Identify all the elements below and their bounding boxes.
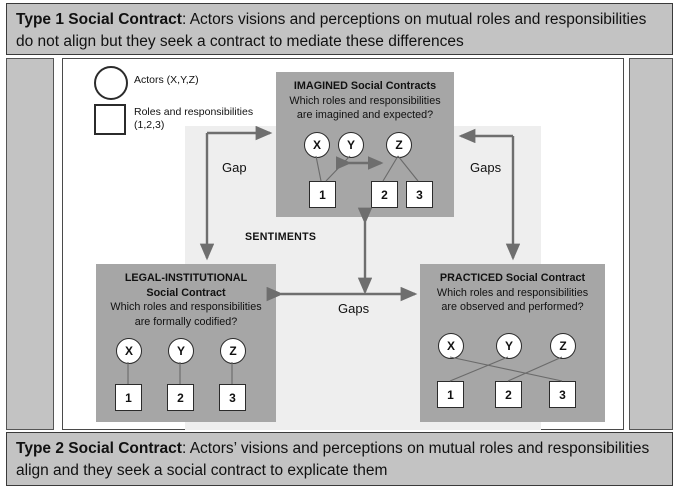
box-practiced-social-contract[interactable]: PRACTICED Social Contract Which roles an… <box>420 264 605 422</box>
imagined-actor-y: Y <box>338 132 364 158</box>
legal-role-3: 3 <box>219 384 246 411</box>
legend: Actors (X,Y,Z) Roles and responsibilitie… <box>90 62 280 135</box>
caption-top-label: Type 1 Social Contract <box>16 11 182 28</box>
caption-bottom-label: Type 2 Social Contract <box>16 440 182 457</box>
box-practiced-question-line2: are observed and performed? <box>441 301 584 314</box>
box-practiced-title: PRACTICED Social Contract <box>439 272 586 284</box>
practiced-actor-y: Y <box>496 333 522 359</box>
legend-roles-label: Roles and responsibilities (1,2,3) <box>134 106 254 132</box>
box-legal-question-line1: Which roles and responsibilities <box>110 301 262 314</box>
practiced-role-3: 3 <box>549 381 576 408</box>
left-side-panel <box>6 58 54 430</box>
box-imagined-question-line1: Which roles and responsibilities <box>289 94 441 107</box>
label-sentiments: SENTIMENTS <box>245 231 317 243</box>
box-imagined-title-block: IMAGINED Social Contracts Which roles an… <box>276 79 454 123</box>
caption-top-text: Actors visions and perceptions on mutual… <box>16 11 647 50</box>
box-practiced-title-block: PRACTICED Social Contract Which roles an… <box>420 271 605 315</box>
imagined-role-1: 1 <box>309 181 336 208</box>
legal-actor-y: Y <box>168 338 194 364</box>
label-gaps-right: Gaps <box>470 160 502 175</box>
box-legal-question-line2: are formally codified? <box>134 315 238 328</box>
practiced-actor-z: Z <box>550 333 576 359</box>
legal-actor-x: X <box>116 338 142 364</box>
legend-actors-label: Actors (X,Y,Z) <box>134 74 199 86</box>
imagined-role-3: 3 <box>406 181 433 208</box>
caption-top: Type 1 Social Contract: Actors visions a… <box>6 3 673 55</box>
box-legal-title-line2: Social Contract <box>146 286 226 299</box>
legal-role-2: 2 <box>167 384 194 411</box>
box-legal-title-line1: LEGAL-INSTITUTIONAL <box>124 272 248 284</box>
box-practiced-question-line1: Which roles and responsibilities <box>436 286 589 299</box>
label-gap-left: Gap <box>222 160 247 175</box>
box-imagined-social-contract[interactable]: IMAGINED Social Contracts Which roles an… <box>276 72 454 217</box>
caption-bottom-separator: : <box>181 440 190 457</box>
imagined-role-2: 2 <box>371 181 398 208</box>
caption-bottom-text: Actors’ visions and perceptions on mutua… <box>16 440 650 479</box>
box-legal-title-block: LEGAL-INSTITUTIONAL Social Contract Whic… <box>96 271 276 329</box>
imagined-actor-z: Z <box>386 132 412 158</box>
practiced-role-2: 2 <box>495 381 522 408</box>
legend-actor-circle-icon <box>94 66 128 100</box>
caption-top-separator: : <box>181 11 190 28</box>
imagined-actor-x: X <box>304 132 330 158</box>
caption-bottom: Type 2 Social Contract: Actors’ visions … <box>6 432 673 486</box>
legend-role-square-icon <box>94 104 126 135</box>
legal-role-1: 1 <box>115 384 142 411</box>
right-side-panel <box>629 58 673 430</box>
label-gaps-center: Gaps <box>338 301 370 316</box>
box-legal-institutional-social-contract[interactable]: LEGAL-INSTITUTIONAL Social Contract Whic… <box>96 264 276 422</box>
box-imagined-question-line2: are imagined and expected? <box>296 109 434 122</box>
practiced-role-1: 1 <box>437 381 464 408</box>
legal-actor-z: Z <box>220 338 246 364</box>
practiced-actor-x: X <box>438 333 464 359</box>
box-imagined-title: IMAGINED Social Contracts <box>293 80 437 92</box>
